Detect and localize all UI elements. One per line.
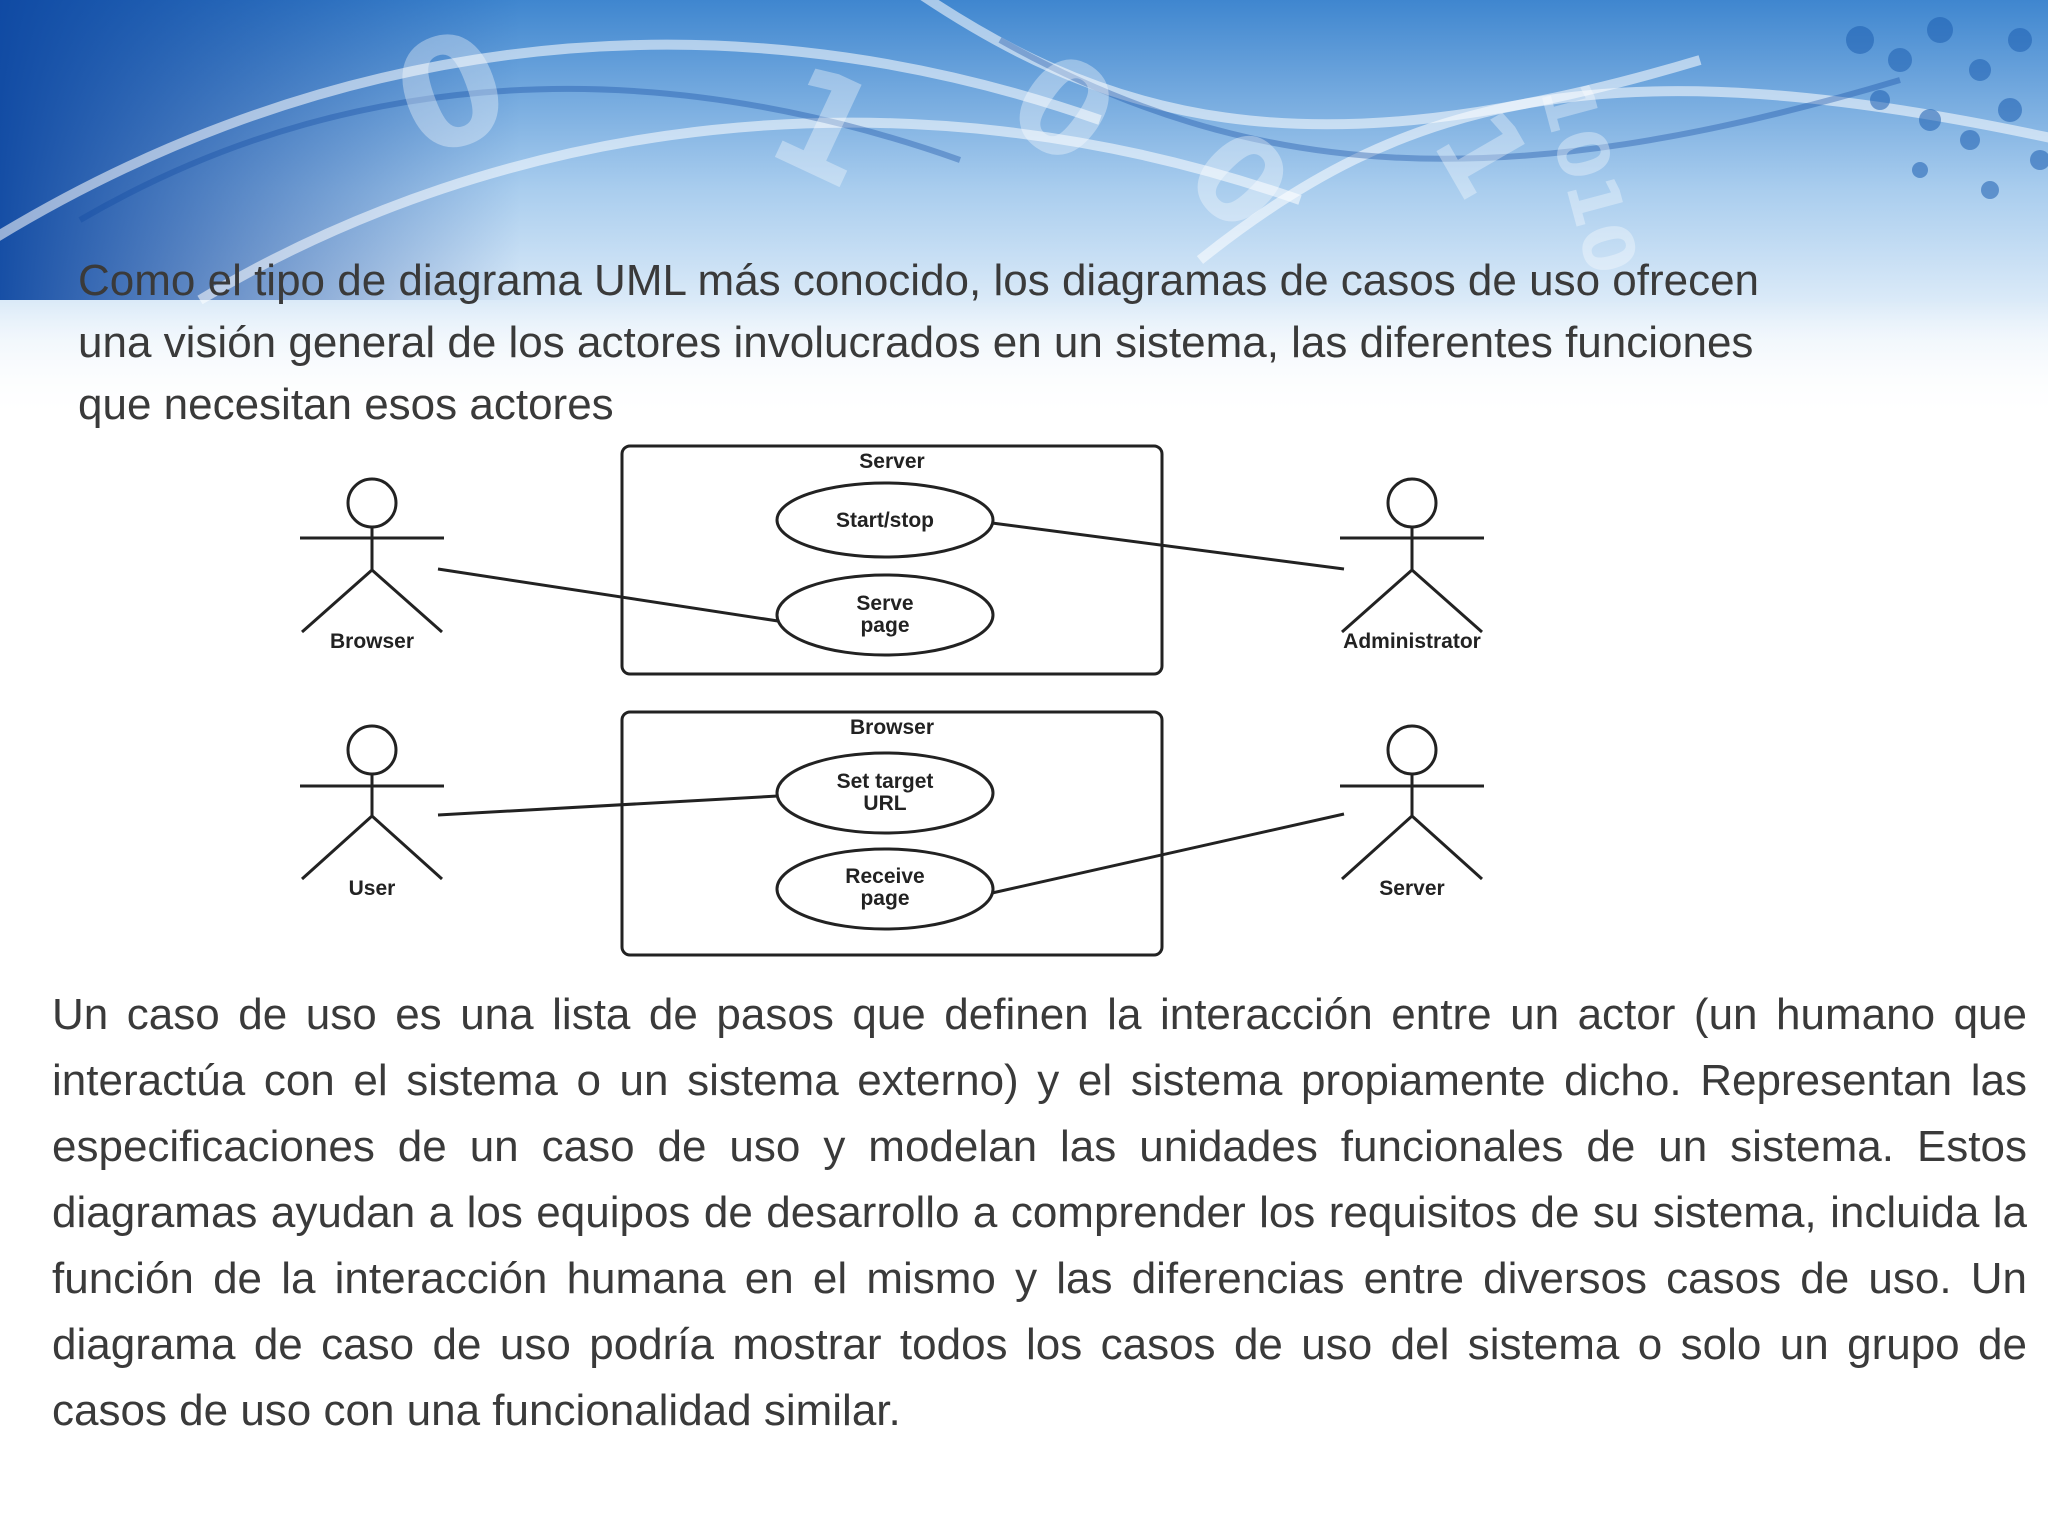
association-start-stop-administrator [991, 521, 1345, 571]
use-case-label-set-target: Set target [837, 770, 934, 793]
system-boundary-browser [620, 710, 1164, 957]
intro-line-3: que necesitan esos actores [78, 380, 614, 429]
association-user-set-target-url [437, 794, 779, 817]
actor-label-user: User [349, 877, 396, 900]
system-boundary-server [620, 444, 1164, 676]
association-browser-serve-page [437, 567, 779, 623]
actor-label-server: Server [1379, 877, 1444, 900]
use-case-label-receive: Receive [845, 865, 924, 888]
actor-label-administrator: Administrator [1343, 630, 1481, 653]
intro-line-1: Como el tipo de diagrama UML más conocid… [78, 256, 1760, 305]
actor-server [1340, 724, 1484, 881]
intro-line-2: una visión general de los actores involu… [78, 318, 1754, 367]
use-case-diagram: Server Browser Start/stop Serve page Set… [300, 444, 1484, 957]
use-case-label-start-stop: Start/stop [836, 509, 934, 532]
association-receive-page-server [991, 812, 1345, 895]
actor-label-browser: Browser [330, 630, 414, 653]
header-banner: 0 1 0 0 1 1010 [0, 0, 2048, 420]
use-case-receive-page [775, 847, 995, 931]
use-case-label-url: URL [863, 792, 906, 815]
use-case-label-receive-page: page [860, 887, 909, 910]
use-case-label-serve: Serve [856, 592, 913, 615]
use-case-set-target-url [775, 751, 995, 835]
actor-browser [300, 477, 444, 634]
use-case-label-page: page [860, 614, 909, 637]
banner-graphic: 0 1 0 0 1 1010 [0, 0, 2048, 420]
actor-administrator [1340, 477, 1484, 634]
body-paragraph: Un caso de uso es una lista de pasos que… [52, 990, 2027, 1435]
intro-text: Como el tipo de diagrama UML más conocid… [78, 250, 1898, 436]
actor-user [300, 724, 444, 881]
use-case-serve-page [775, 573, 995, 657]
use-case-start-stop [775, 481, 995, 559]
system-title-browser: Browser [850, 716, 934, 739]
system-title-server: Server [859, 450, 924, 473]
